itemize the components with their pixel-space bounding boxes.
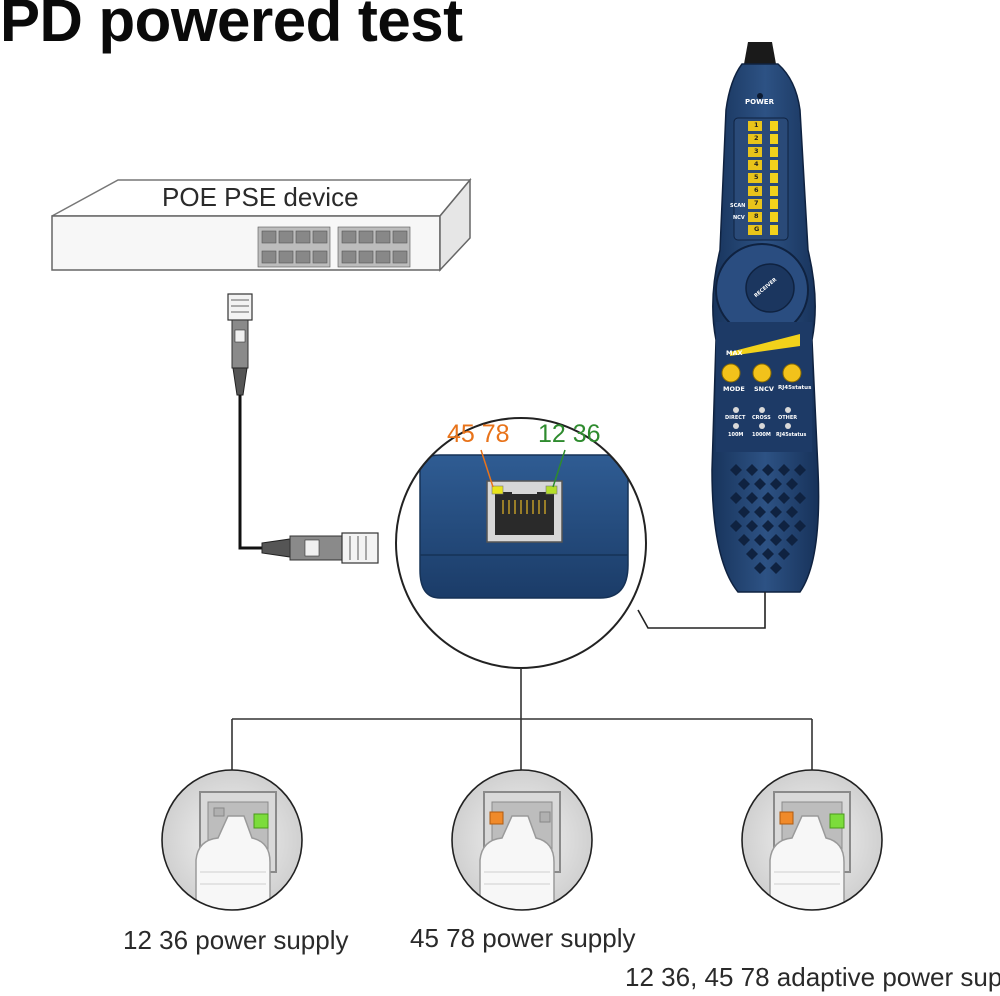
sncv-button-label: SNCV (754, 385, 774, 393)
level-3: 3 (754, 147, 759, 155)
level-2: 2 (754, 134, 759, 142)
device-power-label: POWER (745, 98, 774, 106)
side-label-ncv: NCV (733, 215, 745, 221)
level-6: 6 (754, 186, 759, 194)
level-5: 5 (754, 173, 759, 181)
level-8: 8 (754, 212, 759, 220)
level-4: 4 (754, 160, 759, 168)
port-zoom-circle (396, 418, 646, 668)
side-label-scan: SCAN (730, 203, 745, 209)
indicator-1000m: 1000M (752, 432, 771, 438)
outcome-circle-1 (162, 770, 302, 910)
ethernet-cable (228, 294, 378, 563)
rj45status-button-label: RJ45status (778, 385, 811, 391)
indicator-direct: DIRECT (725, 415, 745, 421)
green-led-label: 12 36 (538, 420, 601, 449)
zoom-connector-line (638, 592, 765, 628)
outcome-circle-3 (742, 770, 882, 910)
caption-12-36: 12 36 power supply (123, 925, 348, 956)
orange-led-label: 45 78 (447, 420, 510, 449)
caption-45-78: 45 78 power supply (410, 923, 635, 954)
indicator-100m: 100M (728, 432, 743, 438)
indicator-cross: CROSS (752, 415, 771, 421)
caption-adaptive: 12 36, 45 78 adaptive power supply (625, 962, 1000, 993)
level-1: 1 (754, 121, 759, 129)
max-label: MAX (726, 349, 743, 357)
level-7: 7 (754, 199, 759, 207)
level-g: G (754, 225, 759, 233)
branch-lines (232, 668, 812, 770)
indicator-other: OTHER (778, 415, 797, 421)
network-tester-device (712, 42, 819, 592)
switch-label: POE PSE device (162, 182, 359, 213)
outcome-circle-2 (452, 770, 592, 910)
indicator-rj45status: RJ45status (776, 432, 806, 438)
page-title: PD powered test (0, 0, 463, 55)
mode-button-label: MODE (723, 385, 745, 393)
